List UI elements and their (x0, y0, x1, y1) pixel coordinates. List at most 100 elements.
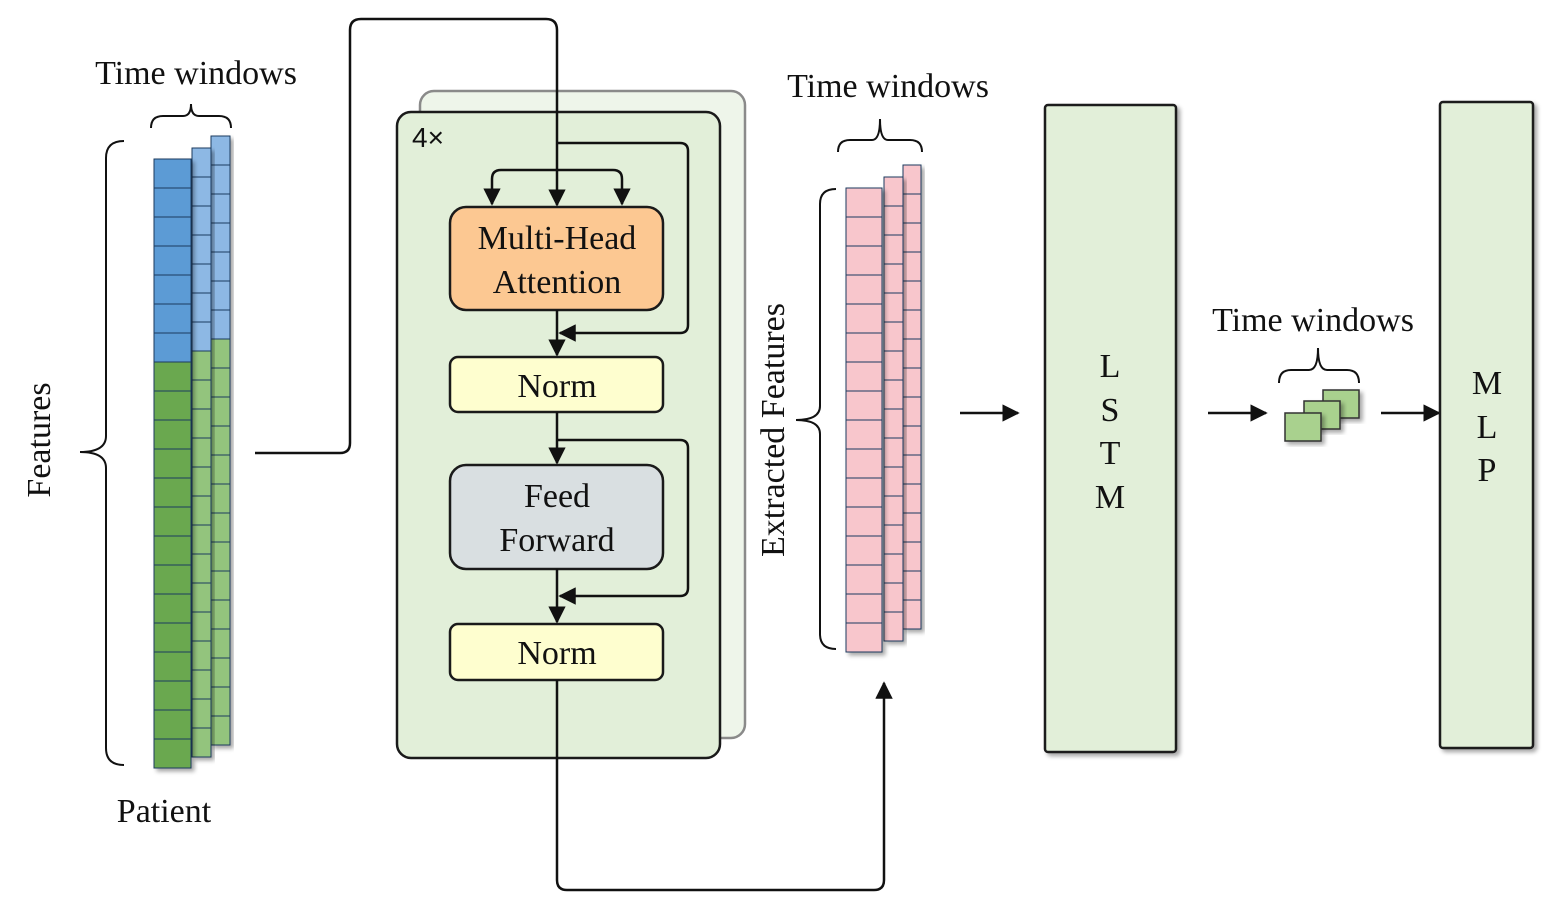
extracted-window-2 (883, 176, 904, 642)
lstm-letter-l: L (1100, 348, 1121, 385)
feature-cell (153, 535, 192, 566)
norm-label-1: Norm (517, 368, 596, 405)
feature-cell (845, 303, 883, 334)
mlp-letter-l: L (1477, 409, 1498, 446)
input-time-windows-label: Time windows (95, 55, 297, 92)
attention-v-line (557, 168, 631, 206)
feature-cell (210, 483, 231, 514)
feature-cell (883, 553, 904, 584)
feature-cell (845, 361, 883, 392)
output-time-windows-brace (1278, 347, 1360, 384)
feature-cell (153, 680, 192, 711)
mlp-block (1438, 100, 1535, 750)
feature-cell (845, 564, 883, 595)
feature-cell (902, 396, 922, 427)
feature-cell (845, 390, 883, 421)
feature-cell (153, 158, 192, 189)
feature-cell (210, 396, 231, 427)
encoder-to-extracted-line (555, 680, 893, 892)
feature-cell (210, 135, 231, 166)
feature-cell (191, 553, 212, 584)
feature-cell (902, 280, 922, 311)
feature-cell (210, 164, 231, 195)
feature-cell (153, 593, 192, 624)
feature-cell (845, 593, 883, 624)
feature-cell (845, 622, 883, 653)
feature-cell (845, 477, 883, 508)
repeat-label: 4× (412, 122, 444, 153)
output-window-stack (1284, 389, 1360, 442)
feature-cell (191, 495, 212, 526)
feature-cell (210, 309, 231, 340)
feature-cell (210, 715, 231, 746)
feature-cell (883, 466, 904, 497)
feature-cell (191, 263, 212, 294)
lstm-block (1043, 103, 1178, 754)
feature-cell (902, 164, 922, 195)
feature-cell (883, 176, 904, 207)
feature-cell (210, 686, 231, 717)
feature-cell (902, 570, 922, 601)
feature-cell (191, 437, 212, 468)
feature-cell (153, 622, 192, 653)
mlp-letter-p: P (1478, 452, 1497, 489)
feature-cell (210, 222, 231, 253)
feature-cell (845, 245, 883, 276)
feature-cell (902, 512, 922, 543)
feature-cell (153, 651, 192, 682)
lstm-letter-t: T (1100, 435, 1121, 472)
feature-cell (902, 338, 922, 369)
residual-connection-1 (557, 141, 690, 342)
feature-cell (883, 582, 904, 613)
extracted-window-1 (845, 187, 883, 653)
feature-cell (191, 379, 212, 410)
feature-cell (210, 280, 231, 311)
feature-cell (210, 628, 231, 659)
feature-cell (902, 251, 922, 282)
feature-cell (902, 193, 922, 224)
feature-cell (191, 176, 212, 207)
feature-cell (191, 466, 212, 497)
input-features-label: Features (21, 382, 58, 497)
extracted-time-windows-brace (837, 118, 923, 153)
feature-cell (191, 292, 212, 323)
feature-cell (191, 698, 212, 729)
feature-cell (191, 582, 212, 613)
feature-cell (902, 367, 922, 398)
feature-cell (210, 599, 231, 630)
feature-cell (902, 425, 922, 456)
attention-label-line1: Multi-Head (478, 220, 637, 257)
lstm-letter-m: M (1095, 479, 1125, 516)
feature-cell (883, 234, 904, 265)
ff-label-line2: Forward (499, 522, 614, 559)
feature-cell (153, 564, 192, 595)
norm-label-2: Norm (517, 635, 596, 672)
input-to-encoder-line (255, 17, 566, 455)
feature-cell (210, 425, 231, 456)
attention-label-line2: Attention (493, 264, 621, 301)
feature-cell (210, 251, 231, 282)
attention-q-line (483, 168, 557, 206)
extracted-window-3 (902, 164, 922, 630)
feature-cell (210, 512, 231, 543)
extracted-features-brace (795, 188, 837, 650)
input-window-2 (191, 147, 212, 758)
output-time-windows-label: Time windows (1212, 302, 1414, 339)
feature-cell (845, 506, 883, 537)
feature-cell (845, 187, 883, 218)
feature-cell (153, 390, 192, 421)
feature-cell (883, 379, 904, 410)
feature-cell (153, 361, 192, 392)
feature-cell (210, 541, 231, 572)
feature-cell (883, 437, 904, 468)
feature-cell (153, 477, 192, 508)
feature-cell (845, 332, 883, 363)
feature-cell (845, 216, 883, 247)
mlp-letter-m: M (1472, 365, 1502, 402)
feature-cell (902, 222, 922, 253)
feature-cell (191, 147, 212, 178)
feature-cell (153, 245, 192, 276)
feature-cell (153, 448, 192, 479)
input-time-windows-brace (150, 103, 232, 129)
